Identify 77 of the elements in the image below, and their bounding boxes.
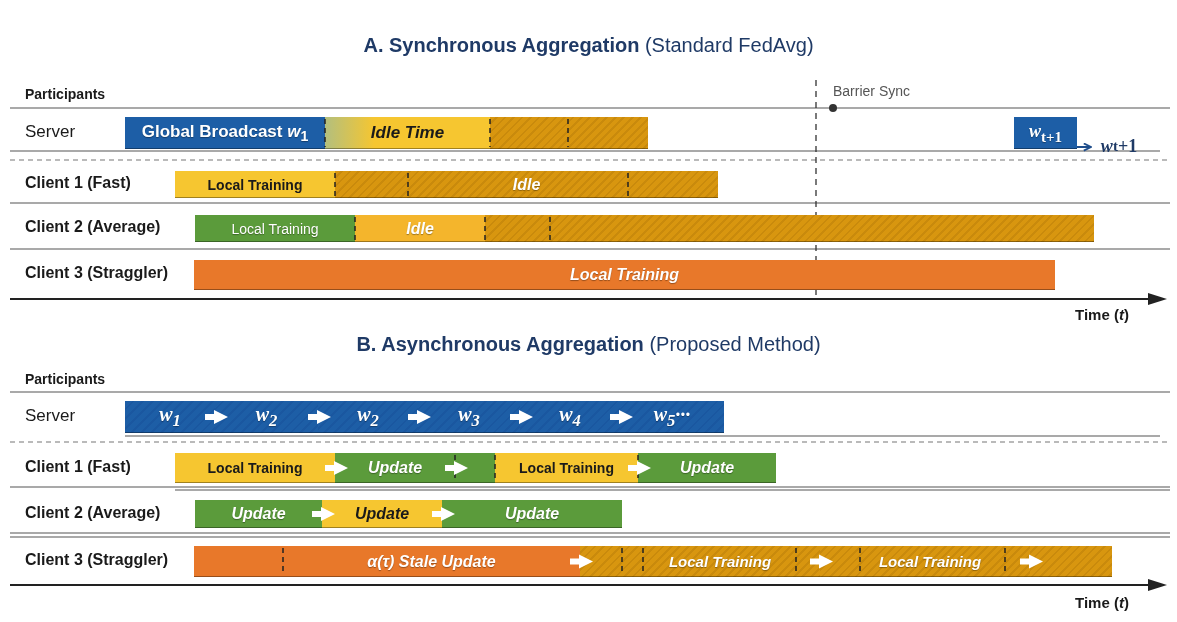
arrow: [570, 554, 593, 569]
timeline-segment: [820, 546, 1030, 577]
barrier-label: Barrier Sync: [833, 83, 911, 99]
axis-label: Time (t): [1075, 594, 1129, 611]
segment-label: Update: [354, 505, 410, 523]
row-label: Client 1 (Fast): [25, 174, 131, 192]
segment-label: Local Training: [231, 220, 319, 237]
arrow: [810, 554, 833, 569]
timeline-segment: [620, 401, 724, 433]
segment-label: w$_{5}$···: [653, 403, 691, 431]
timeline-segment: [125, 401, 215, 433]
timeline-segment: [418, 401, 520, 433]
segment-label: Local Training: [207, 460, 303, 476]
timeline-segment: [495, 453, 638, 483]
timeline-segment: [175, 171, 335, 198]
row-label: Client 3 (Straggler): [25, 551, 169, 569]
row-label: Client 3 (Straggler): [25, 264, 169, 282]
segment-label: w$_{2}$: [357, 403, 379, 431]
arrow: [628, 461, 651, 475]
timeline-segment: [325, 117, 490, 149]
arrow: [205, 410, 228, 424]
section-heading: A. Synchronous Aggregation (Standard FedAvg): [362, 34, 815, 57]
arrow: [432, 507, 455, 521]
segment-label: w$_{4}$: [559, 403, 581, 431]
timeline-segment: [322, 500, 442, 528]
timeline-segment: [520, 401, 620, 433]
timeline-segment: [580, 546, 820, 577]
arrow: [408, 410, 431, 424]
timeline-segment: [318, 401, 418, 433]
arrow: [610, 410, 633, 424]
segment-label: Local Training: [519, 460, 614, 476]
timeline-segment: [638, 453, 776, 483]
segment-label: α(τ) Stale Update: [367, 552, 496, 571]
timeline-segment: [195, 500, 322, 528]
segment-label: Update: [679, 459, 735, 477]
timeline-segment: [335, 171, 718, 198]
segment-label: w$_{1}$: [159, 403, 181, 431]
timeline-segment: [175, 453, 335, 483]
segment-label: w$_{t+1}$: [1028, 120, 1063, 146]
column-heading: Participants: [25, 371, 106, 387]
segment-label: w$_{3}$: [458, 403, 480, 431]
segment-label: Update: [231, 505, 286, 523]
segment-label: Update: [504, 505, 560, 523]
row-label: Client 1 (Fast): [25, 458, 131, 476]
row-label: Server: [25, 122, 76, 142]
segment-label: w$_{2}$: [255, 403, 278, 431]
arrow: [312, 507, 335, 521]
segment-label: Idle: [406, 219, 434, 238]
column-heading: Participants: [25, 86, 106, 102]
segment-label: Local Training: [569, 266, 680, 284]
timeline-segment: [1014, 117, 1077, 149]
row-label: Client 2 (Average): [25, 504, 161, 522]
segment-label: Local Training: [668, 553, 772, 570]
timeline-segment: [125, 117, 325, 149]
timeline-segment: [194, 260, 1055, 290]
arrow: [1020, 554, 1043, 569]
timeline-segment: [335, 453, 455, 483]
timeline-segment: [283, 546, 580, 577]
arrow: [325, 461, 348, 475]
axis-label: Time (t): [1075, 306, 1129, 323]
arrow: [445, 461, 468, 475]
row-label: Server: [25, 406, 76, 426]
segment-label: Local Training: [207, 176, 303, 193]
timeline-segment: [442, 500, 622, 528]
segment-label: Idle: [512, 175, 541, 194]
timeline-segment: [355, 215, 485, 242]
segment-label: Update: [367, 459, 423, 477]
segment-label: Idle Time: [370, 123, 445, 143]
arrow: [510, 410, 533, 424]
segment-label: Global Broadcast w$_{1}$: [141, 121, 309, 145]
section-heading: B. Asynchronous Aggregation (Proposed Method): [355, 333, 822, 356]
segment-label: Local Training: [878, 553, 982, 570]
arrow: [308, 410, 331, 424]
timeline-segment: [215, 401, 318, 433]
arrow: [1076, 142, 1092, 152]
row-label: Client 2 (Average): [25, 218, 161, 236]
timeline-segment: [195, 215, 355, 242]
